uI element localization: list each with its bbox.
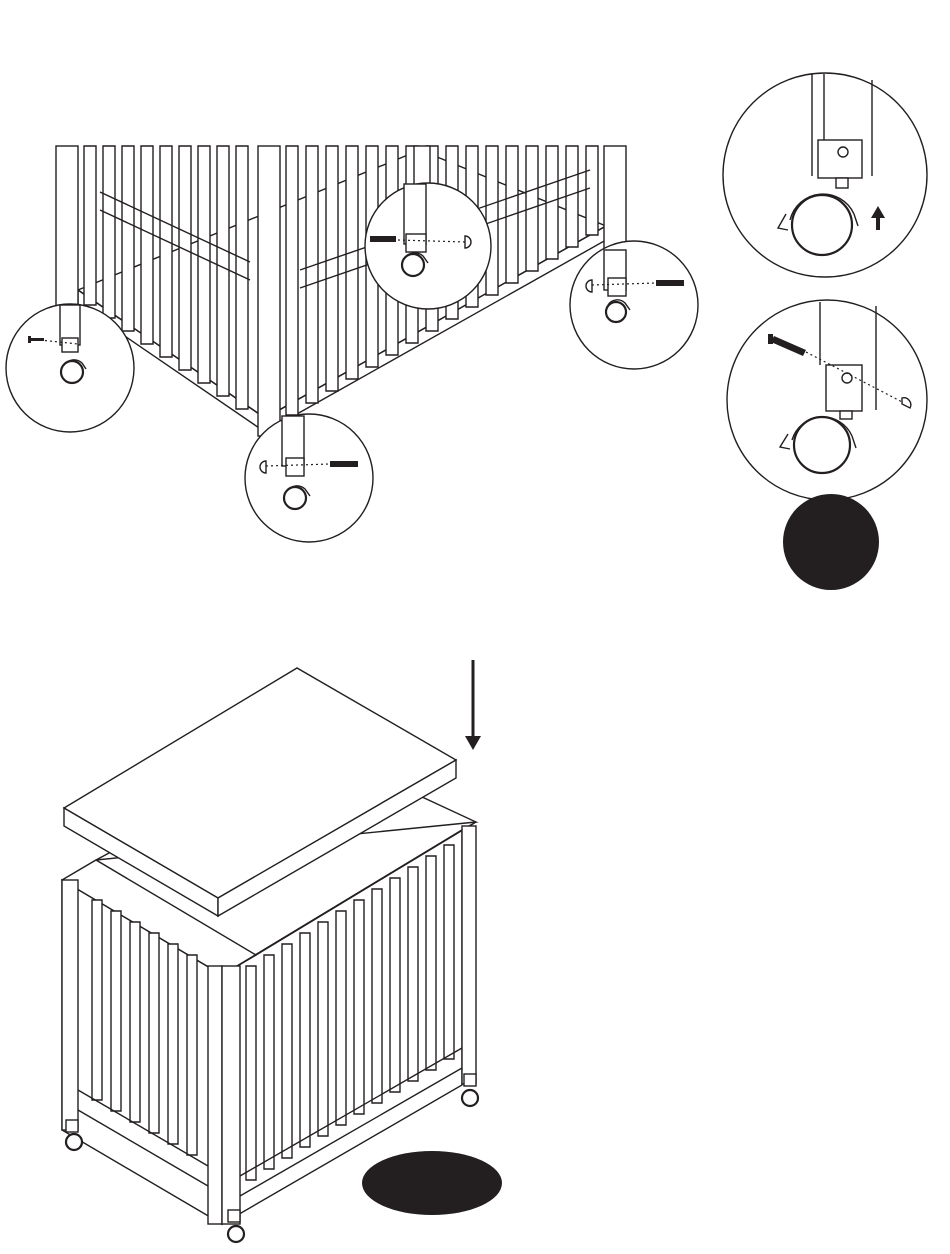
slat [586,146,598,235]
slat [566,146,578,247]
slat [306,146,318,403]
slat [372,889,382,1103]
slat [286,146,298,415]
cap-nut-icon [260,461,266,473]
step-badge-oval [362,1151,502,1215]
step-mattress-illustration [62,660,502,1242]
slat [346,146,358,379]
screw-icon [370,236,396,242]
slat [111,911,121,1111]
slat [336,911,346,1125]
caster-enlarged-detail-screw [727,300,927,500]
slat [92,900,102,1100]
slat [122,146,134,331]
slat [300,933,310,1147]
slat [282,944,292,1158]
slat [217,146,229,396]
slat [408,867,418,1081]
caster-detail-bottom-center [245,414,373,542]
screw-icon [330,461,358,467]
slat [426,856,436,1070]
caster-detail-left [6,304,134,432]
slat [149,933,159,1133]
step-casters-illustration [6,73,927,590]
arrow-down-icon [465,660,481,750]
slat [187,955,197,1155]
slat [318,922,328,1136]
cap-nut-icon [465,236,471,248]
caster-enlarged-detail-insert [723,73,927,277]
slat [246,966,256,1180]
slat [179,146,191,370]
screw-icon [656,280,684,286]
slat [354,900,364,1114]
slat [264,955,274,1169]
caster-wheel-icon [228,1210,244,1242]
caster-detail-right [570,241,698,369]
slat [326,146,338,391]
slat [444,845,454,1059]
cap-nut-icon [586,280,592,292]
step-badge-circle [783,494,879,590]
slat [168,944,178,1144]
slat [390,878,400,1092]
slat [198,146,210,383]
slat [160,146,172,357]
slat [141,146,153,344]
caster-detail-top-center [365,183,491,309]
slat [84,146,96,305]
slat [103,146,115,318]
caster-wheel-icon [462,1074,478,1106]
slat [130,922,140,1122]
